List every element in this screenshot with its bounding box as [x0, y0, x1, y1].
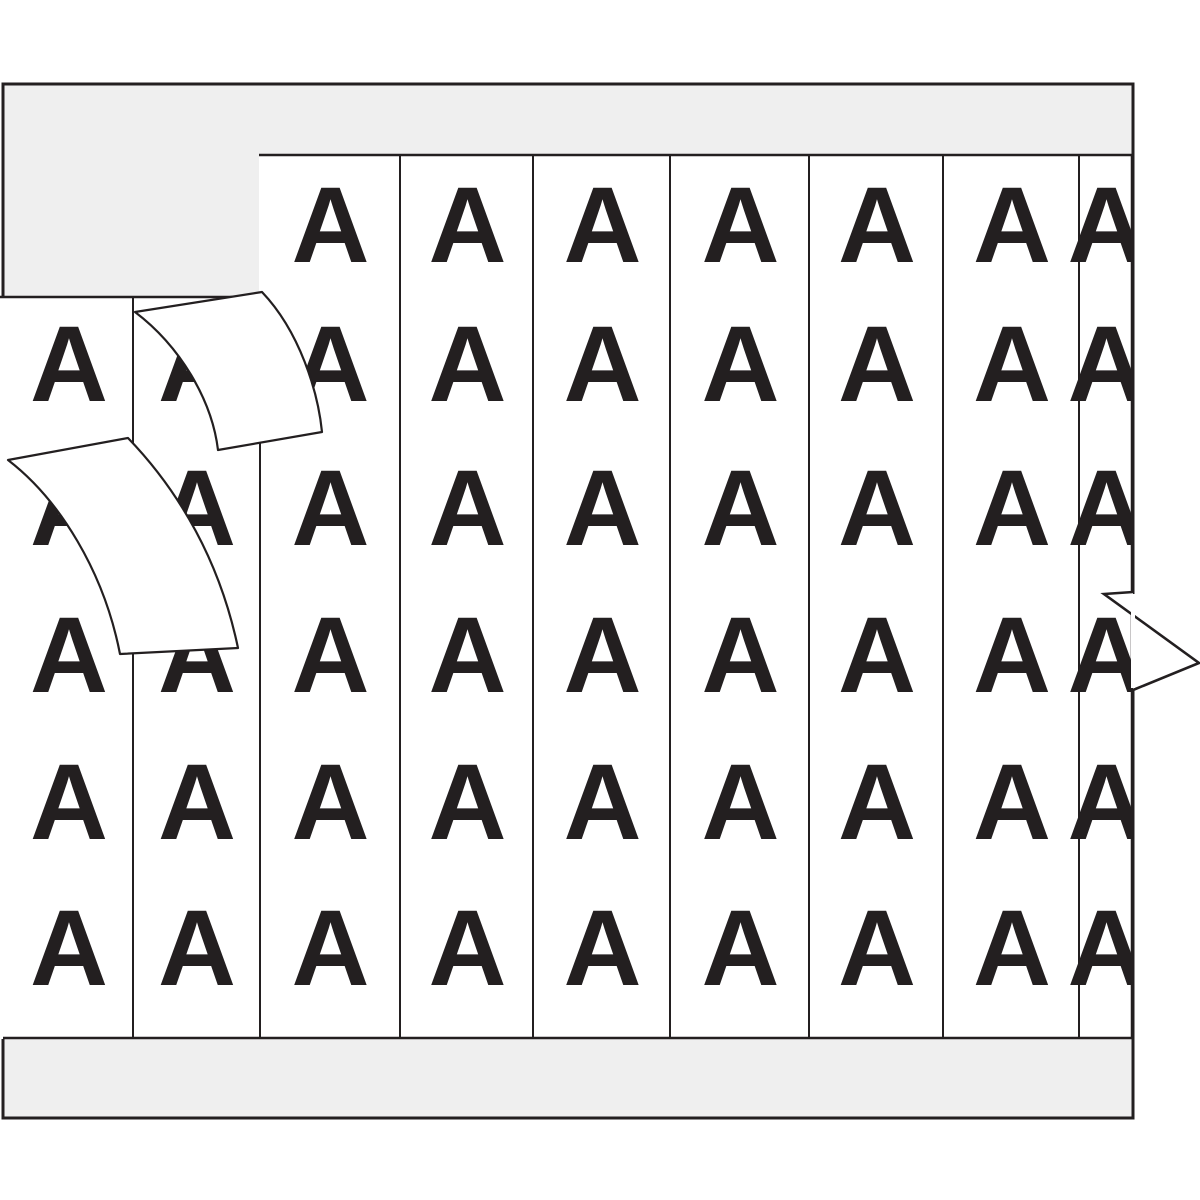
column-separators — [132, 155, 1080, 1038]
label-letter[interactable]: A — [429, 303, 507, 424]
label-letter[interactable]: A — [158, 741, 236, 862]
label-letter[interactable]: A — [292, 741, 370, 862]
label-letter[interactable]: A — [292, 887, 370, 1008]
label-letter[interactable]: A — [564, 164, 642, 285]
right-edge-notch — [1100, 590, 1200, 692]
notch-zigzag-icon — [1100, 590, 1200, 692]
label-letter[interactable]: A — [973, 741, 1051, 862]
label-letter[interactable]: A — [838, 594, 916, 715]
label-letter[interactable]: A — [973, 447, 1051, 568]
label-letter[interactable]: A — [30, 303, 108, 424]
label-letter[interactable]: A — [564, 594, 642, 715]
label-letter[interactable]: A — [30, 741, 108, 862]
label-letter[interactable]: A — [564, 887, 642, 1008]
label-letter[interactable]: A — [702, 164, 780, 285]
peel-label-upper[interactable] — [133, 290, 324, 452]
label-letter[interactable]: A — [429, 447, 507, 568]
label-letter[interactable]: A — [564, 741, 642, 862]
label-letter[interactable]: A — [564, 447, 642, 568]
label-letter[interactable]: A — [702, 887, 780, 1008]
label-letter[interactable]: A — [838, 303, 916, 424]
label-letter[interactable]: A — [973, 887, 1051, 1008]
label-letter[interactable]: A — [158, 887, 236, 1008]
label-letter[interactable]: A — [838, 887, 916, 1008]
label-letter[interactable]: A — [564, 303, 642, 424]
label-letter[interactable]: A — [702, 447, 780, 568]
label-letter[interactable]: A — [30, 887, 108, 1008]
label-letter[interactable]: A — [702, 741, 780, 862]
label-letter[interactable]: A — [973, 303, 1051, 424]
label-letter[interactable]: A — [292, 594, 370, 715]
label-letter[interactable]: A — [30, 594, 108, 715]
label-letter[interactable]: A — [429, 594, 507, 715]
label-block-main — [259, 155, 1133, 1039]
label-block — [0, 155, 1133, 1039]
label-letter[interactable]: A — [702, 594, 780, 715]
label-letter[interactable]: A — [702, 303, 780, 424]
label-letter[interactable]: A — [429, 887, 507, 1008]
label-letter[interactable]: A — [429, 164, 507, 285]
label-letter[interactable]: A — [429, 741, 507, 862]
peeling-labels — [6, 290, 324, 656]
label-letter[interactable]: A — [838, 164, 916, 285]
label-letter[interactable]: A — [973, 164, 1051, 285]
peel-label-lower[interactable] — [6, 436, 240, 656]
label-letter[interactable]: A — [292, 447, 370, 568]
label-letter[interactable]: A — [838, 741, 916, 862]
label-letter[interactable]: A — [292, 164, 370, 285]
label-letter[interactable]: A — [973, 594, 1051, 715]
label-letter[interactable]: A — [838, 447, 916, 568]
